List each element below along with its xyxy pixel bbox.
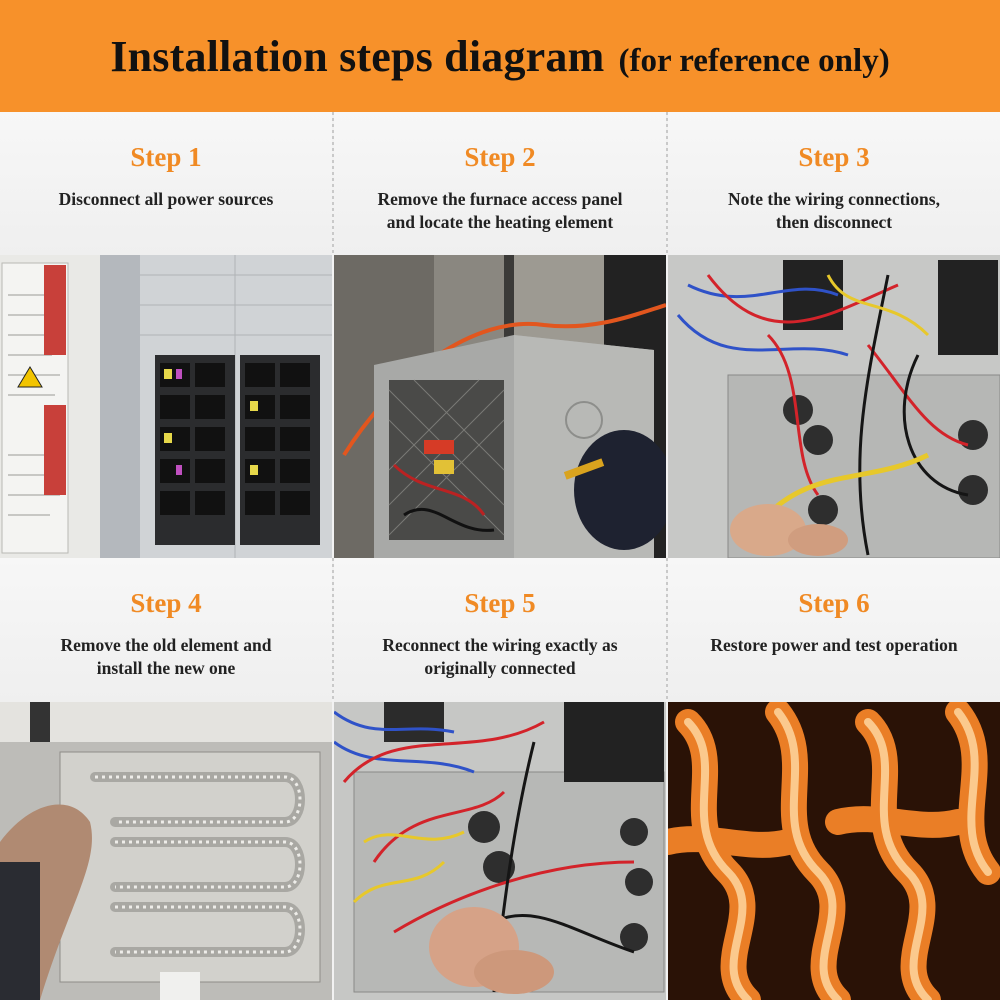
step-6-description: Restore power and test operation bbox=[668, 634, 1000, 657]
step-3-title: Step 3 bbox=[798, 142, 870, 172]
step-5-desc-line-1: Reconnect the wiring exactly as bbox=[382, 635, 618, 655]
step-5-photo bbox=[334, 702, 666, 1000]
step-1-desc-line-1: Disconnect all power sources bbox=[58, 189, 274, 209]
step-5-caption: Step 5 Reconnect the wiring exactly as o… bbox=[334, 558, 666, 702]
wiring-reconnect-icon bbox=[334, 702, 666, 1000]
title-subtitle: (for reference only) bbox=[618, 42, 890, 79]
column-divider bbox=[332, 112, 334, 255]
step-1-caption: Step 1 Disconnect all power sources bbox=[0, 112, 332, 255]
step-2-description: Remove the furnace access panel and loca… bbox=[334, 188, 666, 234]
step-3-desc-line-1: Note the wiring connections, bbox=[728, 189, 940, 209]
column-divider bbox=[666, 112, 668, 255]
step-4-title: Step 4 bbox=[130, 588, 202, 618]
step-3-description: Note the wiring connections, then discon… bbox=[668, 188, 1000, 234]
header-banner: Installation steps diagram (for reference… bbox=[0, 0, 1000, 112]
breaker-panel-icon bbox=[0, 255, 332, 558]
step-2-title: Step 2 bbox=[464, 142, 536, 172]
step-4-description: Remove the old element and install the n… bbox=[0, 634, 332, 680]
step-4-photo bbox=[0, 702, 332, 1000]
step-2-caption: Step 2 Remove the furnace access panel a… bbox=[334, 112, 666, 255]
glowing-coils-icon bbox=[668, 702, 1000, 1000]
step-3-caption: Step 3 Note the wiring connections, then… bbox=[668, 112, 1000, 255]
column-divider bbox=[666, 558, 668, 702]
step-6-caption: Step 6 Restore power and test operation bbox=[668, 558, 1000, 702]
step-6-title: Step 6 bbox=[798, 588, 870, 618]
page-title: Installation steps diagram (for reference… bbox=[110, 31, 889, 82]
step-5-desc-line-2: originally connected bbox=[424, 658, 576, 678]
step-3-desc-line-2: then disconnect bbox=[775, 212, 893, 232]
heating-coil-icon bbox=[0, 702, 332, 1000]
step-1-title: Step 1 bbox=[130, 142, 202, 172]
step-1-photo bbox=[0, 255, 332, 558]
furnace-access-icon bbox=[334, 255, 666, 558]
step-6-photo bbox=[668, 702, 1000, 1000]
column-divider bbox=[332, 558, 334, 702]
step-4-desc-line-2: install the new one bbox=[96, 658, 236, 678]
step-4-caption: Step 4 Remove the old element and instal… bbox=[0, 558, 332, 702]
step-2-desc-line-2: and locate the heating element bbox=[386, 212, 614, 232]
step-2-photo bbox=[334, 255, 666, 558]
step-5-description: Reconnect the wiring exactly as original… bbox=[334, 634, 666, 680]
title-main: Installation steps diagram bbox=[110, 31, 605, 81]
step-2-desc-line-1: Remove the furnace access panel bbox=[377, 189, 623, 209]
step-5-title: Step 5 bbox=[464, 588, 536, 618]
step-6-desc-line-1: Restore power and test operation bbox=[710, 635, 958, 655]
step-3-photo bbox=[668, 255, 1000, 558]
step-4-desc-line-1: Remove the old element and bbox=[60, 635, 272, 655]
step-1-description: Disconnect all power sources bbox=[0, 188, 332, 211]
wiring-disconnect-icon bbox=[668, 255, 1000, 558]
